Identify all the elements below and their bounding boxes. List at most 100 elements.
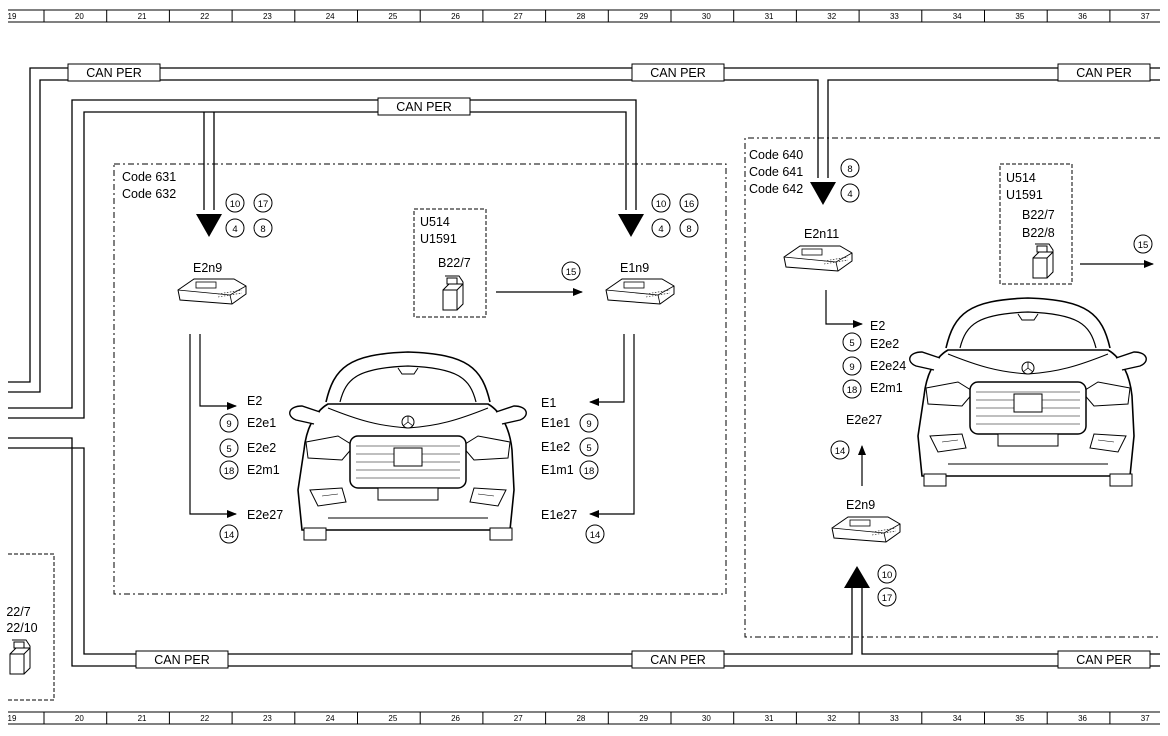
module-label: E1n9 bbox=[620, 261, 649, 275]
can-per-label-box: CAN PER bbox=[1057, 650, 1151, 669]
ruler-column-label: 23 bbox=[263, 12, 272, 21]
ruler-column-label: 32 bbox=[827, 714, 836, 723]
ruler-column-label: 33 bbox=[890, 12, 899, 21]
control-module-icon bbox=[177, 278, 247, 305]
zone-partial-left: B22/7 B22/10 bbox=[0, 553, 55, 701]
signal-circle: 10 bbox=[225, 193, 245, 213]
can-per-label-box: CAN PER bbox=[631, 63, 725, 82]
zone-right: Code 640 Code 641 Code 642 8 4 E2n11 U51… bbox=[744, 137, 1160, 638]
svg-text:5: 5 bbox=[226, 444, 231, 455]
svg-text:18: 18 bbox=[224, 466, 235, 477]
signal-circle: 17 bbox=[253, 193, 273, 213]
ruler-column-label: 19 bbox=[8, 714, 17, 723]
code-label: Code 641 bbox=[749, 165, 803, 179]
camera-box-line: U1591 bbox=[420, 232, 457, 246]
lamp-label: E2 bbox=[247, 394, 262, 408]
ruler-column-label: 36 bbox=[1078, 12, 1087, 21]
svg-text:CAN PER: CAN PER bbox=[396, 100, 452, 114]
camera-icon bbox=[1032, 243, 1054, 279]
camera-part-label: B22/8 bbox=[1022, 226, 1055, 240]
lamp-label: E2e27 bbox=[247, 508, 283, 522]
signal-circle: 9 bbox=[219, 413, 239, 433]
signal-circle: 14 bbox=[830, 440, 850, 460]
signal-circle: 5 bbox=[842, 332, 862, 352]
svg-text:16: 16 bbox=[684, 199, 695, 210]
ruler-column-label: 21 bbox=[138, 12, 147, 21]
ruler-column-label: 23 bbox=[263, 714, 272, 723]
ruler-column-label: 21 bbox=[138, 714, 147, 723]
camera-box-line: U514 bbox=[420, 215, 450, 229]
ruler-column-label: 31 bbox=[765, 714, 774, 723]
lamp-label: E1m1 bbox=[541, 463, 574, 477]
lamp-label: E2m1 bbox=[247, 463, 280, 477]
signal-circle: 15 bbox=[561, 261, 581, 281]
ruler-column-label: 33 bbox=[890, 714, 899, 723]
svg-text:CAN PER: CAN PER bbox=[1076, 653, 1132, 667]
signal-circle: 9 bbox=[579, 413, 599, 433]
can-per-label-box: CAN PER bbox=[1057, 63, 1151, 82]
ruler-column-label: 32 bbox=[827, 12, 836, 21]
svg-text:18: 18 bbox=[584, 466, 595, 477]
module-label: E2n11 bbox=[804, 227, 839, 241]
signal-circle: 4 bbox=[225, 218, 245, 238]
ruler-column-label: 24 bbox=[326, 12, 335, 21]
can-per-wiring bbox=[8, 67, 1160, 667]
lamp-label: E2 bbox=[870, 319, 885, 333]
module-label: E2n9 bbox=[846, 498, 875, 512]
can-per-label-box: CAN PER bbox=[67, 63, 161, 82]
ruler-column-label: 22 bbox=[200, 12, 209, 21]
svg-text:10: 10 bbox=[882, 570, 893, 581]
code-label: Code 642 bbox=[749, 182, 803, 196]
lamp-label: E2e2 bbox=[870, 337, 899, 351]
ruler-column-label: 20 bbox=[75, 12, 84, 21]
ruler-column-label: 27 bbox=[514, 12, 523, 21]
svg-text:10: 10 bbox=[230, 199, 241, 210]
svg-text:8: 8 bbox=[686, 224, 691, 235]
ruler-column-label: 26 bbox=[451, 12, 460, 21]
ruler-column-label: 27 bbox=[514, 714, 523, 723]
ruler-column-label: 29 bbox=[639, 12, 648, 21]
svg-text:15: 15 bbox=[566, 267, 577, 278]
svg-text:18: 18 bbox=[847, 385, 858, 396]
svg-text:5: 5 bbox=[849, 338, 854, 349]
svg-text:4: 4 bbox=[232, 224, 237, 235]
svg-text:8: 8 bbox=[260, 224, 265, 235]
zone-left: Code 631 Code 632 10 17 4 8 E2n9 U514 U1… bbox=[113, 163, 727, 595]
svg-text:4: 4 bbox=[658, 224, 663, 235]
signal-circle: 16 bbox=[679, 193, 699, 213]
control-module-icon bbox=[783, 245, 853, 272]
signal-circle: 8 bbox=[253, 218, 273, 238]
bus-arrows bbox=[196, 182, 870, 588]
ruler-column-label: 22 bbox=[200, 714, 209, 723]
ruler-column-label: 37 bbox=[1141, 12, 1150, 21]
signal-circle: 8 bbox=[840, 158, 860, 178]
lamp-label: E2e27 bbox=[846, 413, 882, 427]
svg-text:4: 4 bbox=[847, 189, 852, 200]
signal-circle: 5 bbox=[579, 437, 599, 457]
svg-text:14: 14 bbox=[224, 530, 235, 541]
signal-circle: 18 bbox=[842, 379, 862, 399]
svg-text:5: 5 bbox=[586, 443, 591, 454]
camera-icon bbox=[442, 275, 464, 311]
control-module-icon bbox=[831, 516, 901, 543]
camera-part-label: B22/7 bbox=[0, 605, 31, 619]
module-label: E2n9 bbox=[193, 261, 222, 275]
svg-text:CAN PER: CAN PER bbox=[650, 653, 706, 667]
lamp-label: E1e2 bbox=[541, 440, 570, 454]
ruler-column-label: 36 bbox=[1078, 714, 1087, 723]
ruler-column-label: 25 bbox=[388, 12, 397, 21]
ruler-column-label: 19 bbox=[8, 12, 17, 21]
svg-text:CAN PER: CAN PER bbox=[86, 66, 142, 80]
camera-icon bbox=[9, 639, 31, 675]
circle-group-front: 10 16 4 8 bbox=[651, 193, 699, 238]
svg-text:CAN PER: CAN PER bbox=[154, 653, 210, 667]
signal-circle: 18 bbox=[219, 460, 239, 480]
can-per-label-box: CAN PER bbox=[631, 650, 725, 669]
control-module-icon bbox=[605, 278, 675, 305]
lamp-label: E2m1 bbox=[870, 381, 903, 395]
signal-circle: 14 bbox=[219, 524, 239, 544]
ruler-column-label: 34 bbox=[953, 714, 962, 723]
signal-circle: 15 bbox=[1133, 234, 1153, 254]
can-per-labels: CAN PER CAN PER CAN PER CAN PER CAN PER … bbox=[67, 63, 1151, 669]
